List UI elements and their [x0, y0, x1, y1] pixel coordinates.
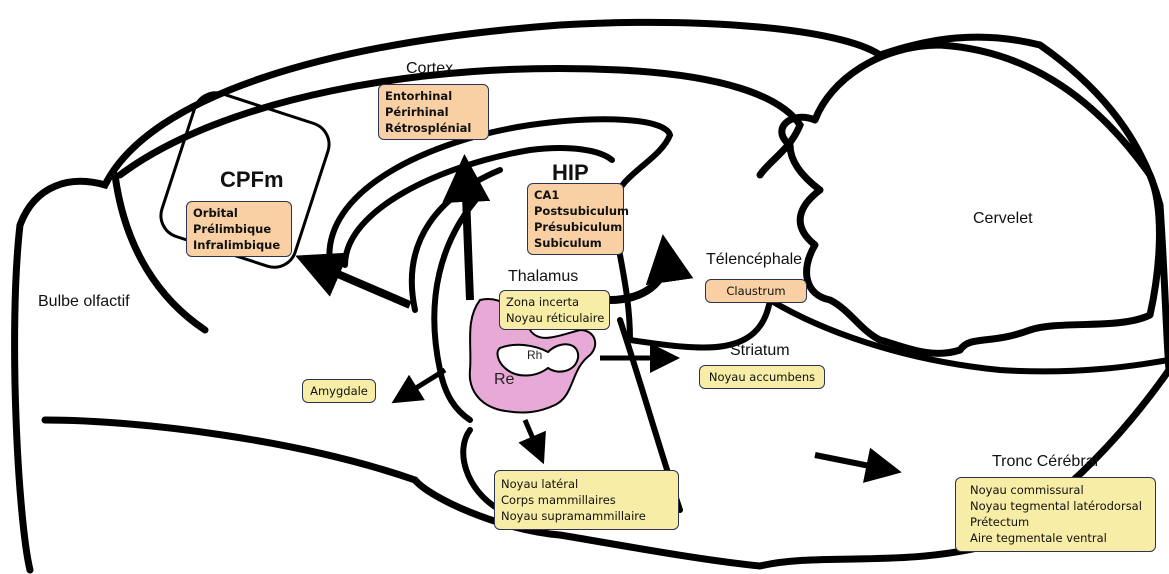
tronc-label: Tronc Cérébral — [992, 453, 1098, 471]
cerebellum-outline — [782, 45, 1160, 353]
cpfm-label: CPFm — [220, 167, 284, 193]
hypothalamus-item: Corps mammillaires — [501, 492, 672, 508]
cortex-item: Rétrosplénial — [385, 120, 482, 136]
telencephale-box: Claustrum — [705, 279, 807, 303]
re-label: Re — [494, 371, 514, 389]
thalamus-item: Zona incerta — [506, 294, 603, 310]
tronc-item: Noyau commissural — [970, 482, 1147, 498]
cpfm-item: Infralimbique — [193, 237, 285, 253]
tronc-item: Noyau tegmental latérodorsal — [970, 498, 1147, 514]
cpfm-item: Prélimbique — [193, 221, 285, 237]
midbrain-curve — [630, 300, 770, 348]
amygdale-item: Amygdale — [309, 383, 369, 399]
thalamus-item: Noyau réticulaire — [506, 310, 603, 326]
hypothalamus-box: Noyau latéral Corps mammillaires Noyau s… — [494, 470, 679, 530]
cortex-box: Entorhinal Périrhinal Rétrosplénial — [378, 84, 489, 140]
telencephale-item: Claustrum — [712, 283, 800, 299]
arrow-to-cortex — [465, 170, 470, 300]
hypothalamus-item: Noyau supramammillaire — [501, 508, 672, 524]
thalamus-box: Zona incerta Noyau réticulaire — [499, 290, 610, 330]
hip-item: Présubiculum — [534, 219, 621, 235]
hip-item: CA1 — [534, 187, 621, 203]
cortex-item: Périrhinal — [385, 104, 482, 120]
striatum-item: Noyau accumbens — [706, 369, 818, 385]
tronc-item: Prétectum — [970, 514, 1147, 530]
rh-label: Rh — [527, 348, 542, 362]
bulbe-label: Bulbe olfactif — [38, 293, 130, 311]
hypothalamus-item: Noyau latéral — [501, 476, 672, 492]
arrow-to-cpfm — [310, 262, 410, 305]
striatum-label: Striatum — [730, 342, 790, 360]
cortex-item: Entorhinal — [385, 88, 482, 104]
cortex-label: Cortex — [406, 60, 453, 78]
tronc-item: Aire tegmentale ventral — [970, 530, 1147, 546]
thalamus-label: Thalamus — [508, 268, 578, 286]
hip-item: Postsubiculum — [534, 203, 621, 219]
arrow-to-hypothalamus — [525, 420, 540, 455]
cpfm-item: Orbital — [193, 205, 285, 221]
tronc-box: Noyau commissural Noyau tegmental latéro… — [955, 477, 1156, 552]
telencephale-label: Télencéphale — [706, 251, 802, 269]
amygdale-box: Amygdale — [302, 379, 376, 403]
cervelet-label: Cervelet — [973, 210, 1033, 228]
brainstem-curve — [770, 300, 1169, 371]
hip-item: Subiculum — [534, 235, 621, 251]
arrow-to-amygdale — [400, 370, 445, 398]
striatum-box: Noyau accumbens — [699, 365, 825, 389]
fornix-curve — [412, 170, 500, 310]
arrow-to-tronc — [815, 455, 890, 470]
hip-box: CA1 Postsubiculum Présubiculum Subiculum — [527, 183, 624, 255]
cpfm-box: Orbital Prélimbique Infralimbique — [186, 201, 292, 257]
